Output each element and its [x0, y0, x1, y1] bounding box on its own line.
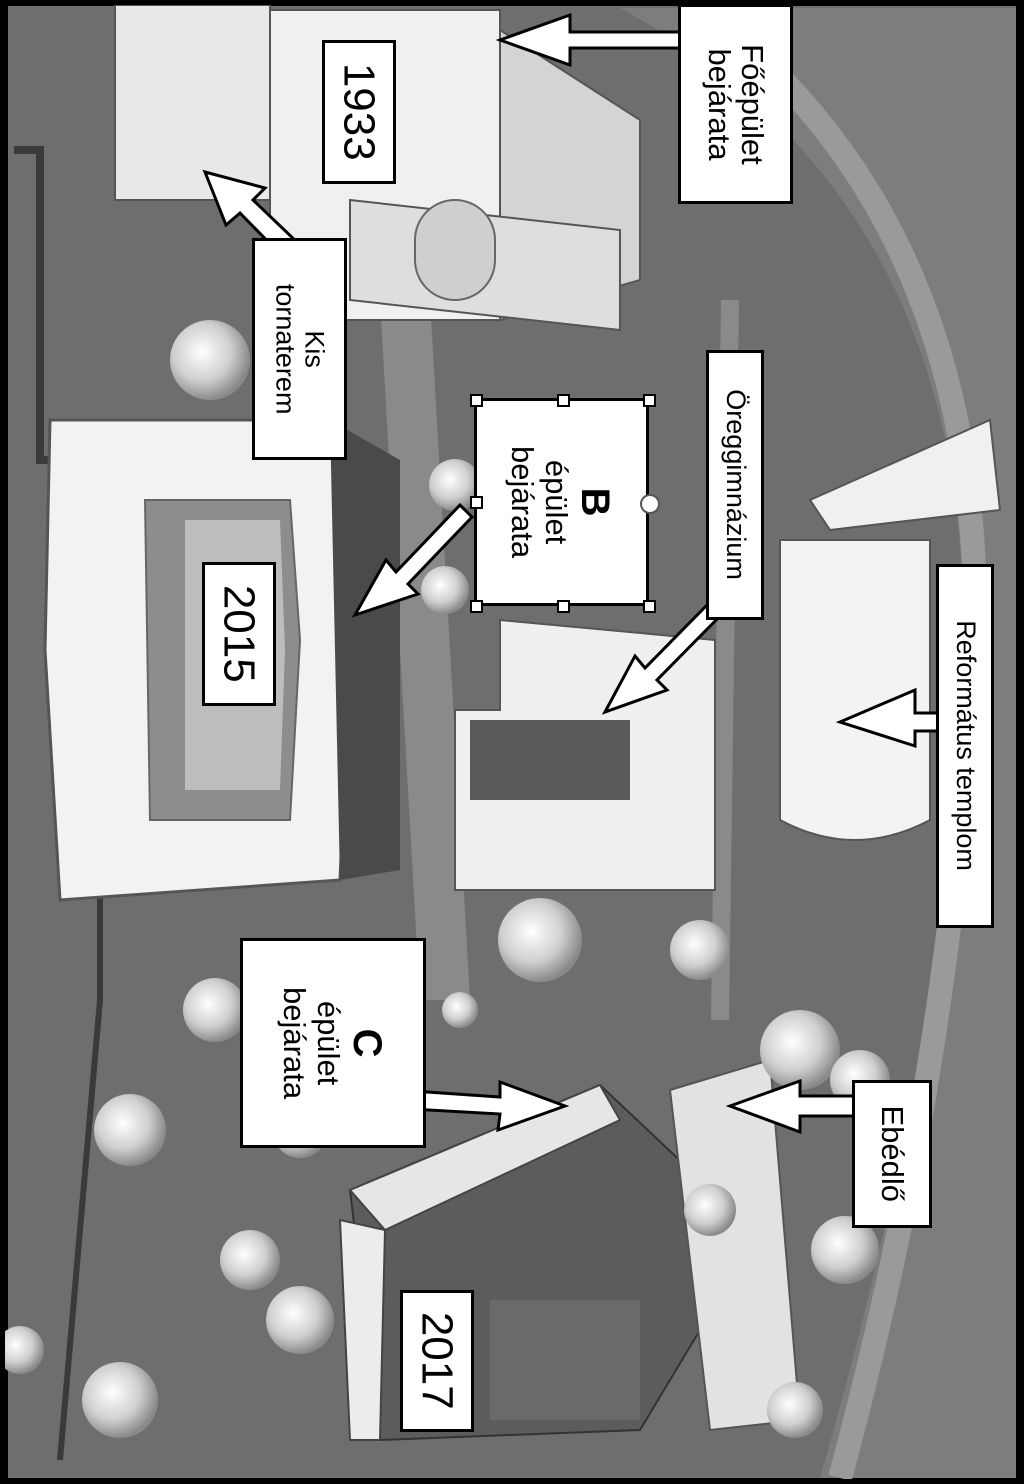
label-year-1933: 1933 — [322, 40, 396, 184]
building-1933-wing — [114, 4, 271, 201]
selection-handle[interactable] — [470, 394, 483, 407]
label-main-entrance-line2: bejárata — [701, 47, 737, 161]
label-small-gym-line1: Kis — [299, 330, 330, 368]
label-year-2015: 2015 — [202, 562, 276, 706]
selection-handle[interactable] — [557, 394, 570, 407]
building-2017-side — [338, 1218, 387, 1441]
label-canteen: Ebédlő — [852, 1080, 932, 1228]
label-small-gym: Kis tornaterem — [252, 238, 347, 460]
arrow-b-entrance — [351, 502, 475, 618]
label-main-entrance-line1: Főépület — [734, 43, 770, 165]
selection-handle[interactable] — [643, 394, 656, 407]
label-main-entrance: Főépület bejárata — [678, 4, 793, 204]
label-reformed-church: Református templom — [936, 564, 994, 928]
building-2017-courtyard — [490, 1300, 640, 1420]
shadow — [330, 420, 400, 880]
arrows — [202, 12, 944, 1135]
selection-handle[interactable] — [557, 600, 570, 613]
label-oreggimnazium: Öreggimnázium — [706, 350, 764, 620]
rotate-handle[interactable] — [640, 494, 660, 514]
label-b-entrance: B épület bejárata — [474, 398, 649, 606]
selection-handle[interactable] — [643, 600, 656, 613]
label-b-line2: bejárata — [505, 445, 541, 559]
tower — [414, 199, 496, 301]
label-b-line1: épület — [539, 459, 575, 545]
selection-handle[interactable] — [470, 496, 483, 509]
label-year-2017: 2017 — [400, 1290, 474, 1432]
label-c-line1: épület — [310, 1000, 346, 1086]
label-small-gym-line2: tornaterem — [270, 283, 301, 415]
wall — [57, 880, 103, 1461]
label-b-letter: B — [573, 487, 618, 517]
label-c-letter: C — [345, 1028, 390, 1058]
label-c-entrance: C épület bejárata — [240, 938, 426, 1148]
building-oreggimnazium-courtyard — [470, 720, 630, 800]
building-church — [779, 539, 931, 841]
building-church-tower — [808, 418, 1002, 532]
walkway — [380, 300, 470, 1000]
trees — [0, 320, 890, 1438]
label-c-line2: bejárata — [277, 986, 313, 1100]
selection-handle[interactable] — [470, 600, 483, 613]
